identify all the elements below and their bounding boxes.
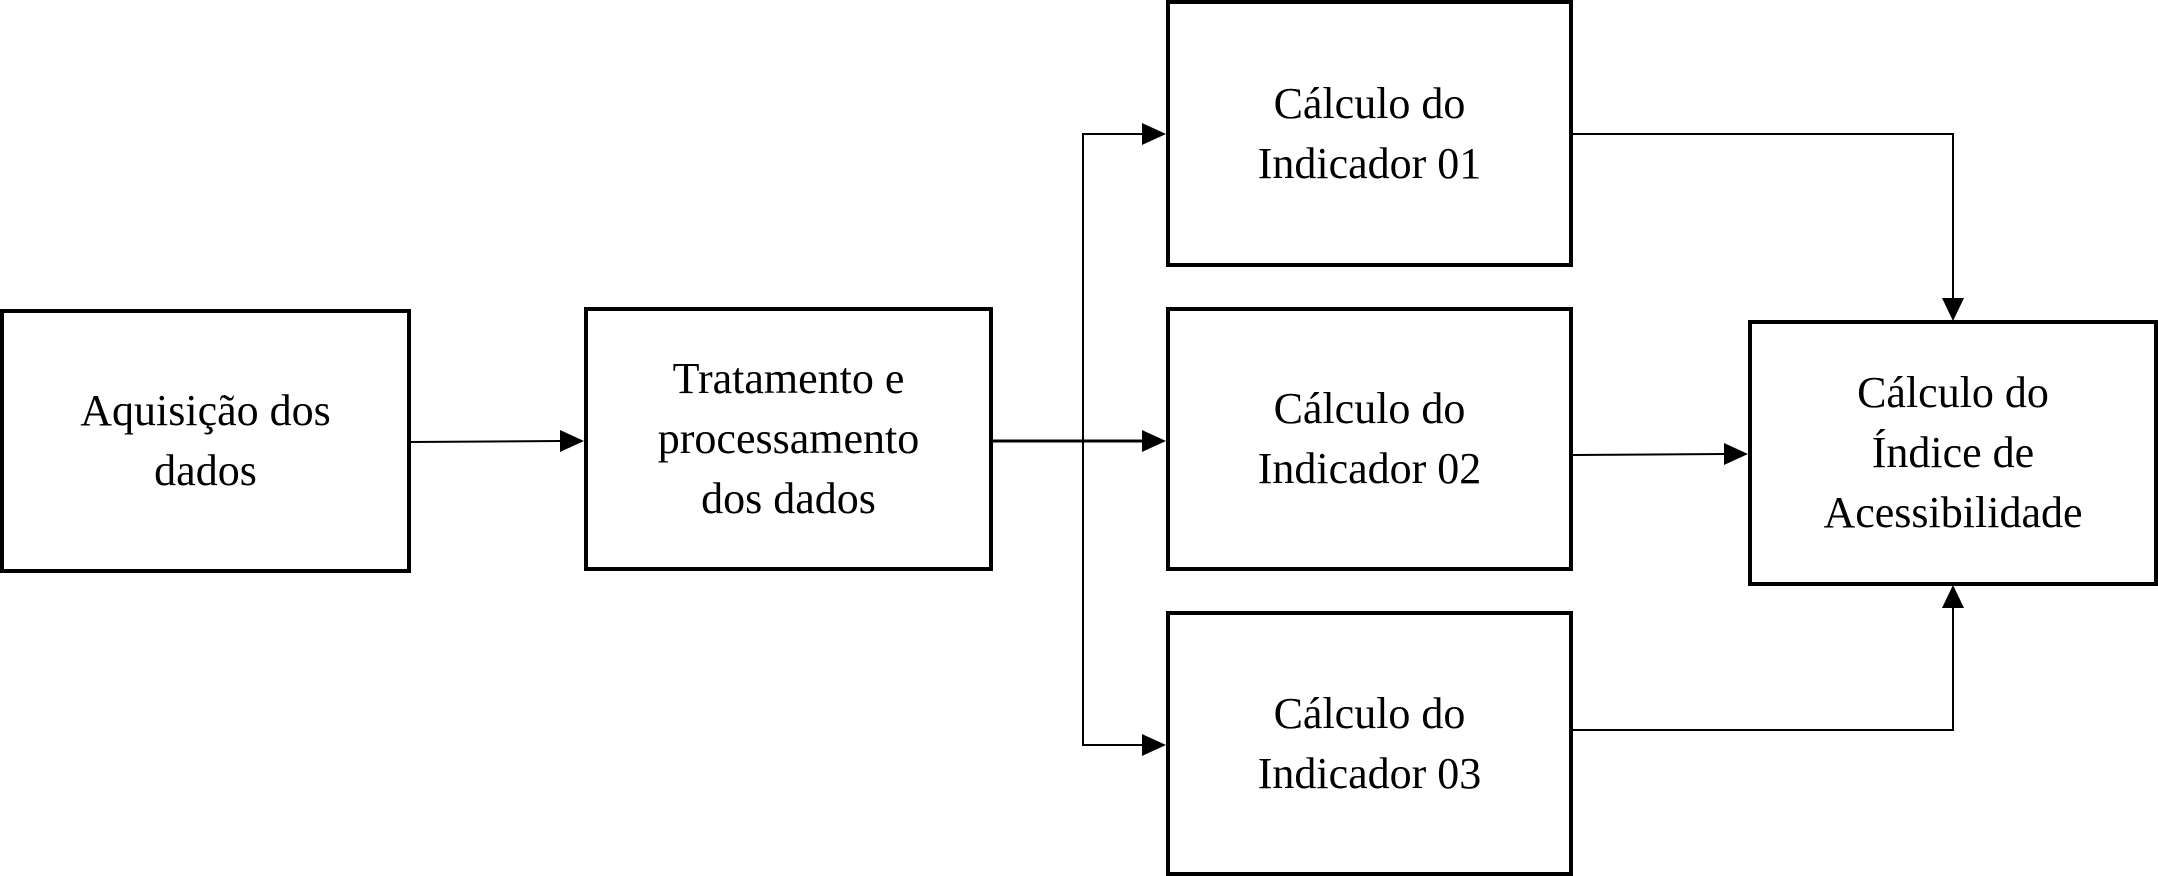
edge-tratamento-to-indicador-01 <box>1082 123 1166 441</box>
node-indicador-02-line-1: Cálculo do <box>1273 384 1466 433</box>
node-tratamento-line-1: Tratamento e <box>672 354 905 403</box>
node-indice-line-2: Índice de <box>1871 428 2035 477</box>
node-tratamento-line-2: processamento <box>657 414 920 463</box>
node-tratamento: Tratamento e processamento dos dados <box>584 307 993 571</box>
node-indicador-01-line-1: Cálculo do <box>1273 78 1466 128</box>
edge-tratamento-to-indicador-02 <box>993 430 1166 452</box>
node-indice-line-1: Cálculo do <box>1857 368 2049 417</box>
edge-indicador-01-to-indice <box>1573 133 1964 321</box>
edge-tratamento-to-indicador-03 <box>1082 441 1166 756</box>
node-aquisicao: Aquisição dos dados <box>0 309 411 573</box>
node-aquisicao-line-1: Aquisição dos <box>80 386 331 435</box>
node-indicador-01-line-2: Indicador 01 <box>1257 138 1482 188</box>
node-indicador-02: Cálculo do Indicador 02 <box>1166 307 1573 571</box>
edge-indicador-02-to-indice <box>1572 443 1748 465</box>
node-indicador-02-line-2: Indicador 02 <box>1257 444 1482 493</box>
node-indicador-03: Cálculo do Indicador 03 <box>1166 611 1573 876</box>
node-indice-line-3: Acessibilidade <box>1823 488 2083 537</box>
node-tratamento-line-3: dos dados <box>701 474 876 523</box>
node-indicador-03-line-1: Cálculo do <box>1273 688 1466 738</box>
node-indice-acessibilidade: Cálculo do Índice de Acessibilidade <box>1748 320 2158 586</box>
node-indicador-01: Cálculo do Indicador 01 <box>1166 0 1573 267</box>
node-aquisicao-line-2: dados <box>154 446 257 495</box>
edge-aquisicao-to-tratamento <box>410 430 584 452</box>
edge-indicador-03-to-indice <box>1573 585 1964 731</box>
node-indicador-03-line-2: Indicador 03 <box>1257 748 1482 798</box>
